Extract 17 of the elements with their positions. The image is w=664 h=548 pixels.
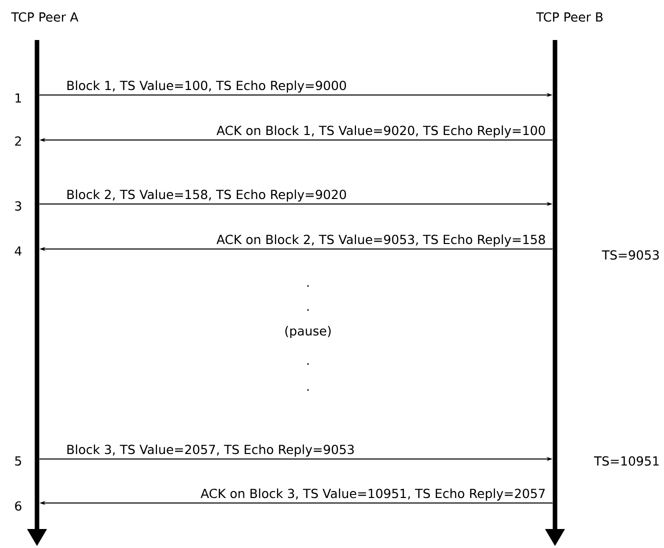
edge-label: Block 3, TS Value=2057, TS Echo Reply=9053: [67, 444, 354, 457]
note-label: .: [307, 285, 309, 287]
edge-label: Block 2, TS Value=158, TS Echo Reply=9020: [67, 190, 346, 202]
note-label: (pause): [285, 326, 331, 338]
note-label: TS=10951: [594, 456, 659, 466]
lifeline-arrow: [545, 40, 565, 546]
note-label: .: [307, 309, 309, 311]
edge-label: ACK on Block 1, TS Value=9020, TS Echo Reply=100: [216, 126, 545, 138]
lifeline-arrow: [27, 40, 47, 546]
edge-label: ACK on Block 2, TS Value=9053, TS Echo Reply=158: [216, 234, 545, 247]
note-label: .: [307, 389, 309, 391]
note-label: .: [307, 363, 309, 365]
note-label: TS=9053: [602, 250, 659, 260]
lifeline-heading: TCP Peer B: [536, 12, 603, 22]
edge-label: Block 1, TS Value=100, TS Echo Reply=9000: [67, 80, 346, 93]
edge-label: ACK on Block 3, TS Value=10951, TS Echo Reply=2057: [200, 488, 545, 501]
lifeline-heading: TCP Peer A: [11, 12, 78, 22]
